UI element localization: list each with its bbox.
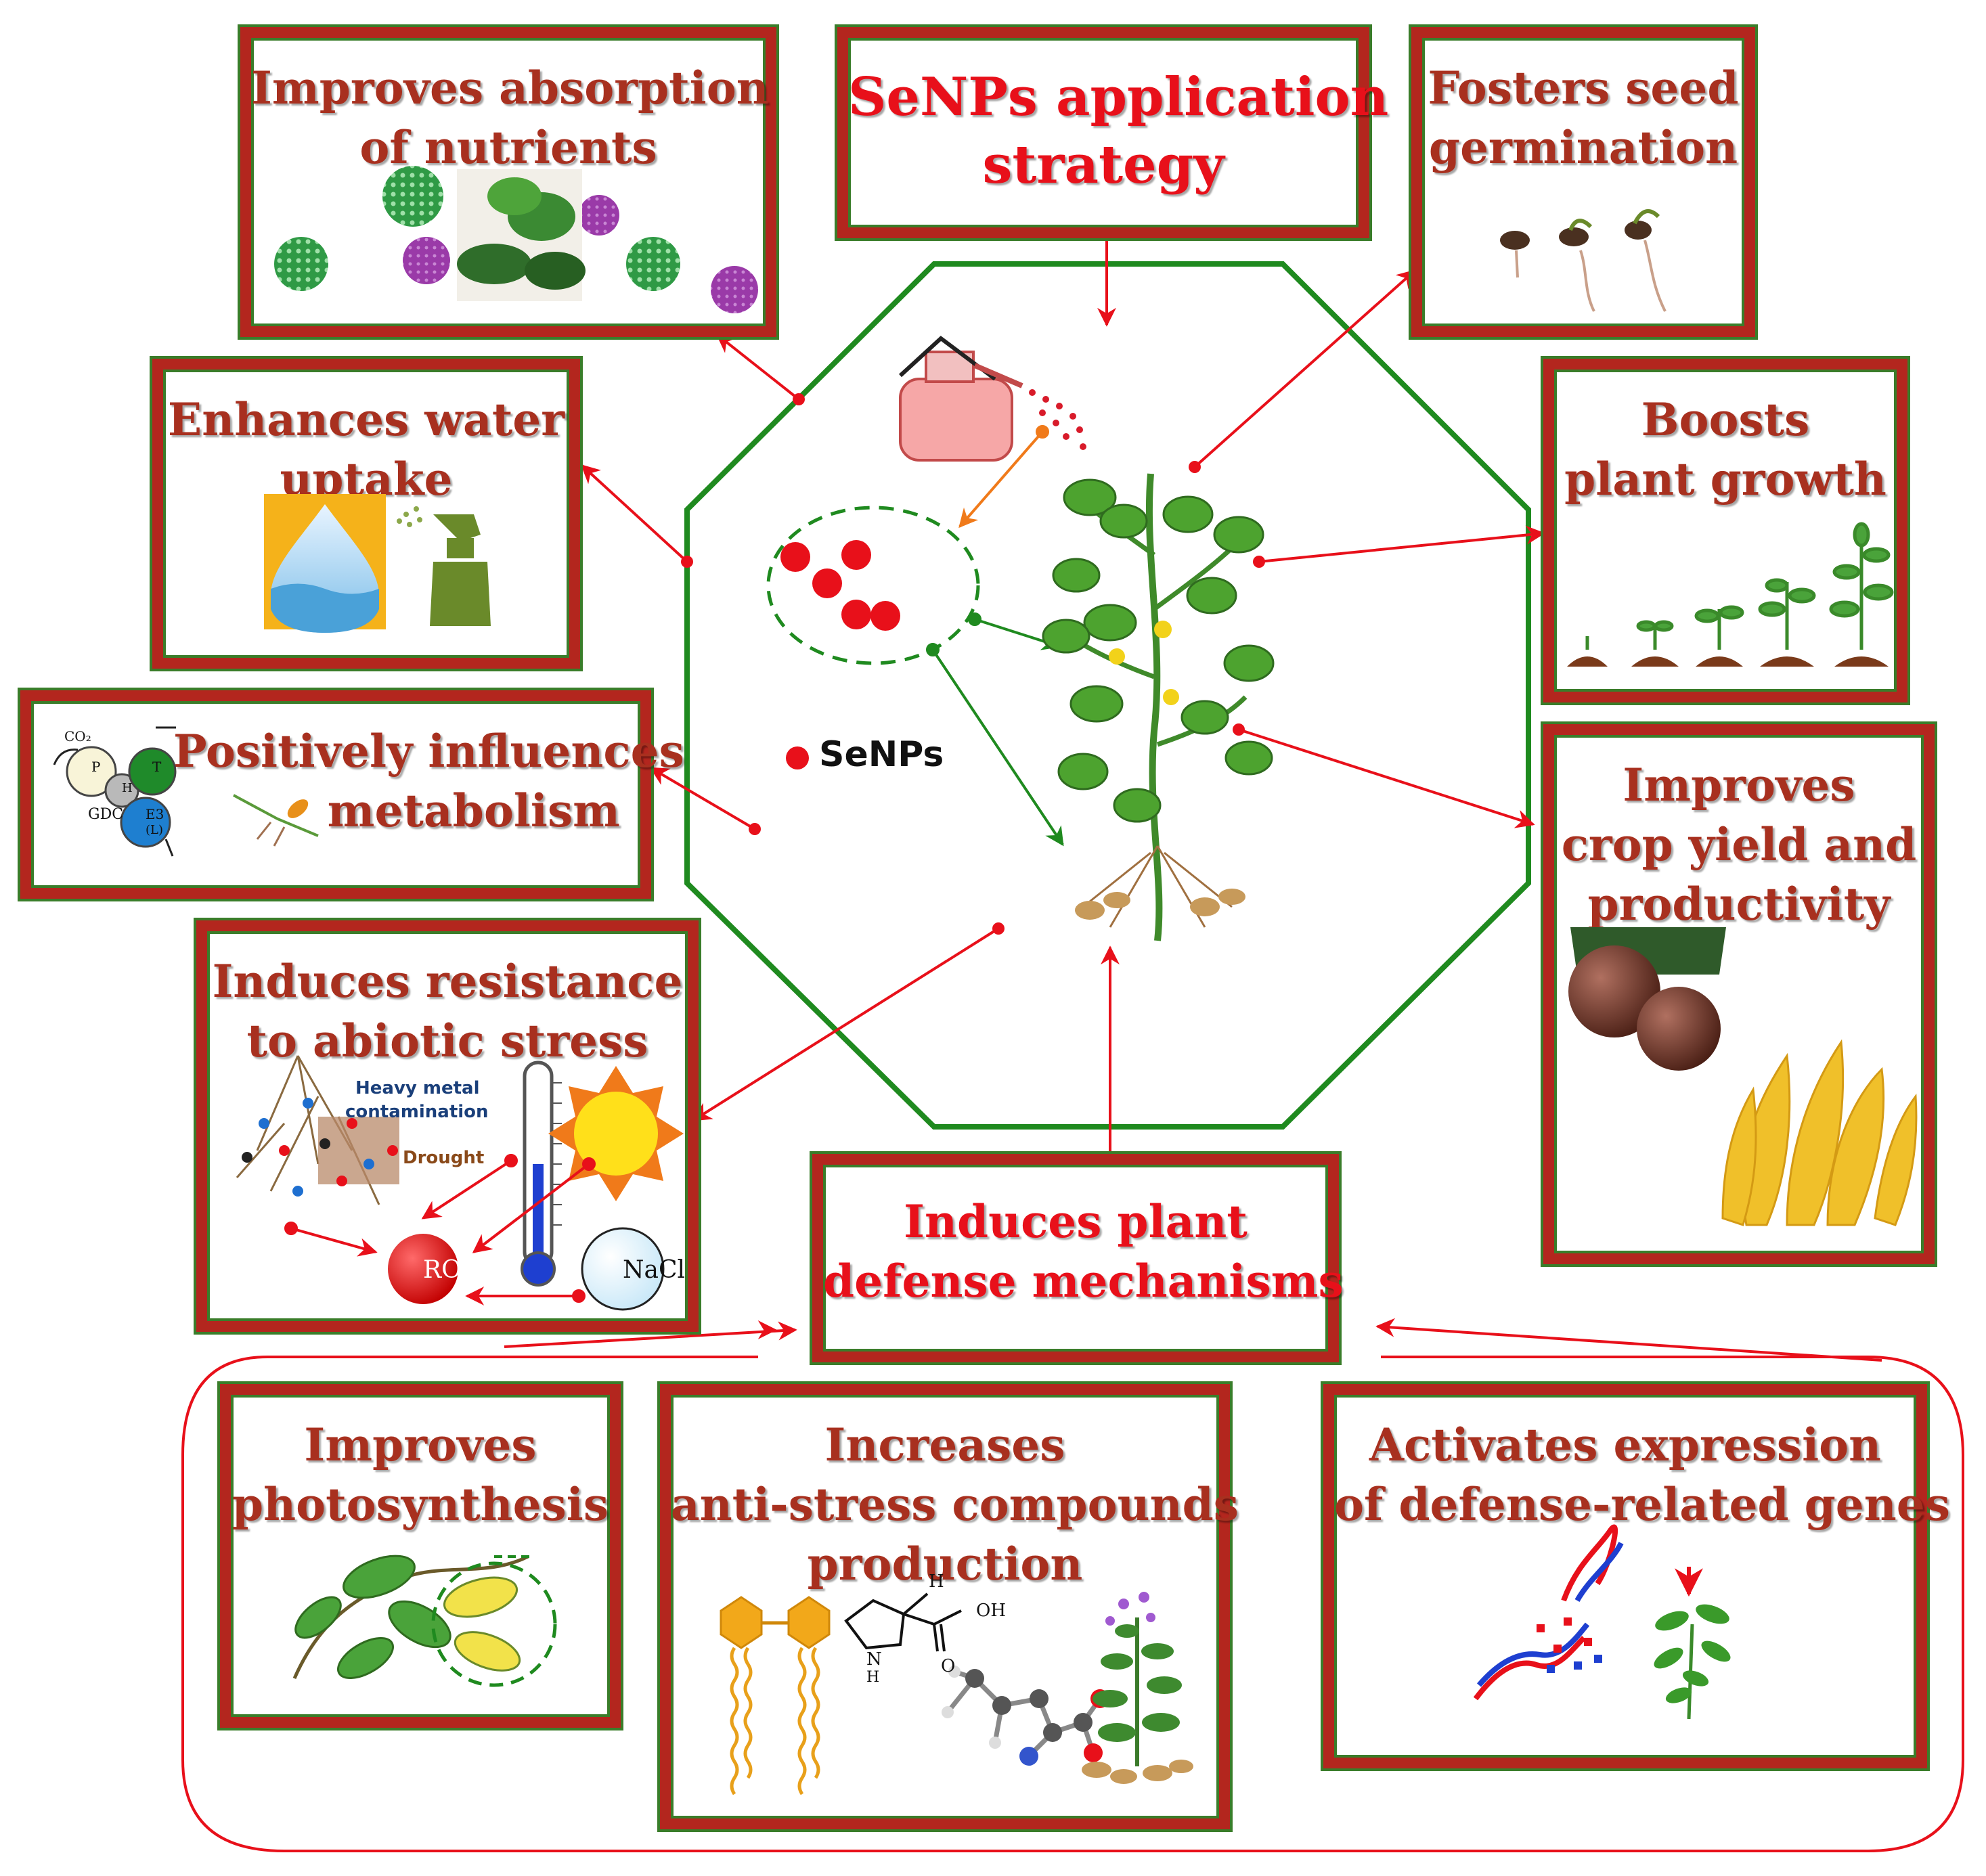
growth-title-line1: Boosts <box>1641 393 1810 446</box>
heavy-metal-label: Heavy metal <box>355 1078 480 1098</box>
box-nutrients: Improves absorption of nutrients <box>240 27 776 337</box>
drought-label: Drought <box>403 1148 485 1168</box>
photosynthesis-title-line1: Improves <box>304 1419 537 1471</box>
cluster-arrows <box>926 612 1064 847</box>
germination-title-line2: germination <box>1428 121 1738 174</box>
box-growth: Boosts plant growth <box>1543 359 1907 702</box>
senps-legend-dot <box>786 746 809 769</box>
box-germination: Fosters seed germination <box>1411 27 1755 337</box>
metabolism-title-line2: metabolism <box>327 784 620 837</box>
antistress-title-line1: Increases <box>824 1419 1065 1471</box>
senps-particles <box>780 540 900 631</box>
antistress-title-line3: production <box>807 1538 1083 1590</box>
box-antistress: Increases anti-stress compounds producti… <box>660 1384 1239 1829</box>
germination-title-line1: Fosters seed <box>1428 62 1739 114</box>
abiotic-title-line2: to abiotic stress <box>246 1014 648 1067</box>
box-water: Enhances water uptake <box>152 359 580 669</box>
defense-bracket <box>181 1356 1964 1852</box>
genes-title-line2: of defense-related genes <box>1334 1478 1950 1531</box>
yield-title-line3: productivity <box>1587 878 1891 931</box>
box-senps-strategy: SeNPs application strategy <box>837 27 1389 238</box>
nutrients-title-line1: Improves absorption <box>251 62 769 114</box>
growth-title-line2: plant growth <box>1564 453 1886 506</box>
antistress-title-line2: anti-stress compounds <box>671 1478 1239 1531</box>
strategy-title-line1: SeNPs application <box>848 66 1389 128</box>
yield-title-line1: Improves <box>1623 759 1855 811</box>
box-photosynthesis: Improves photosynthesis <box>220 1384 621 1728</box>
octagon-outline <box>684 261 1531 1130</box>
defense-title-line2: defense mechanisms <box>823 1255 1344 1308</box>
photosynthesis-title-line2: photosynthesis <box>231 1478 609 1531</box>
metabolism-title-line1: Positively influences <box>173 725 684 778</box>
strategy-title-line2: strategy <box>982 134 1224 196</box>
plant-icon <box>1042 473 1275 941</box>
senps-legend-label: SeNPs <box>819 734 944 775</box>
senps-cluster-ellipse <box>766 506 980 665</box>
contamination-label: contamination <box>345 1102 489 1122</box>
defense-title-line1: Induces plant <box>904 1195 1248 1248</box>
sprayer-icon <box>898 336 1086 462</box>
box-yield: Improves crop yield and productivity <box>1543 724 1935 1264</box>
water-title-line2: uptake <box>280 453 453 506</box>
box-abiotic: Induces resistance to abiotic stress <box>196 920 699 1332</box>
box-metabolism: Positively influences metabolism <box>20 690 684 899</box>
genes-title-line1: Activates expression <box>1369 1419 1882 1471</box>
box-genes: Activates expression of defense-related … <box>1323 1384 1950 1768</box>
water-title-line1: Enhances water <box>167 393 565 446</box>
box-defense: Induces plant defense mechanisms <box>812 1154 1344 1362</box>
abiotic-title-line1: Induces resistance <box>212 955 683 1008</box>
yield-title-line2: crop yield and <box>1561 818 1917 871</box>
sprayer-arrow <box>958 425 1049 529</box>
effect-arrows <box>504 200 1882 1362</box>
nutrients-title-line2: of nutrients <box>359 121 657 174</box>
